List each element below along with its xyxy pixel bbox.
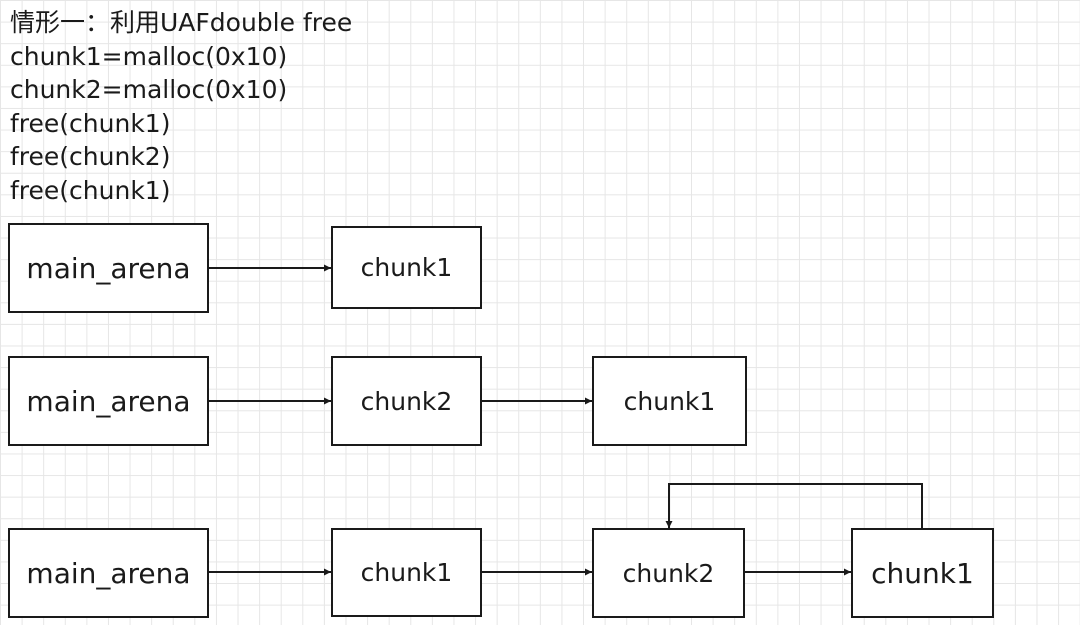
r2-main-arena-node: main_arena	[8, 356, 209, 446]
r2-main-arena-label: main_arena	[26, 384, 191, 418]
r1-main-arena-node: main_arena	[8, 223, 209, 313]
r3-chunk1-node: chunk1	[331, 528, 482, 617]
r3-chunk2-label: chunk2	[622, 558, 715, 588]
r3-chunk1-dup-label: chunk1	[871, 556, 974, 590]
r2-chunk2-node: chunk2	[331, 356, 482, 446]
r3-chunk1-dup-node: chunk1	[851, 528, 994, 618]
r1-main-arena-label: main_arena	[26, 251, 191, 285]
r3-chunk1-label: chunk1	[360, 558, 453, 587]
r3-chunk2-node: chunk2	[592, 528, 745, 618]
scenario-title: 情形一：利用UAFdouble free	[10, 8, 353, 37]
r2-chunk1-node: chunk1	[592, 356, 747, 446]
r3-main-arena-label: main_arena	[26, 556, 191, 590]
r3-main-arena-node: main_arena	[8, 528, 209, 618]
code-block: 情形一：利用UAFdouble free chunk1=malloc(0x10)…	[10, 6, 352, 207]
code-line-free-chunk1-again: free(chunk1)	[10, 175, 171, 205]
code-line-malloc-chunk1: chunk1=malloc(0x10)	[10, 41, 288, 71]
edge-r3-loop-back	[665, 483, 923, 528]
code-line-malloc-chunk2: chunk2=malloc(0x10)	[10, 75, 288, 104]
r1-chunk1-label: chunk1	[360, 253, 453, 282]
r2-chunk1-label: chunk1	[623, 386, 716, 416]
r2-chunk2-label: chunk2	[360, 386, 453, 416]
r1-chunk1-node: chunk1	[331, 226, 482, 309]
code-line-free-chunk1: free(chunk1)	[10, 108, 171, 138]
code-line-free-chunk2: free(chunk2)	[10, 142, 171, 171]
